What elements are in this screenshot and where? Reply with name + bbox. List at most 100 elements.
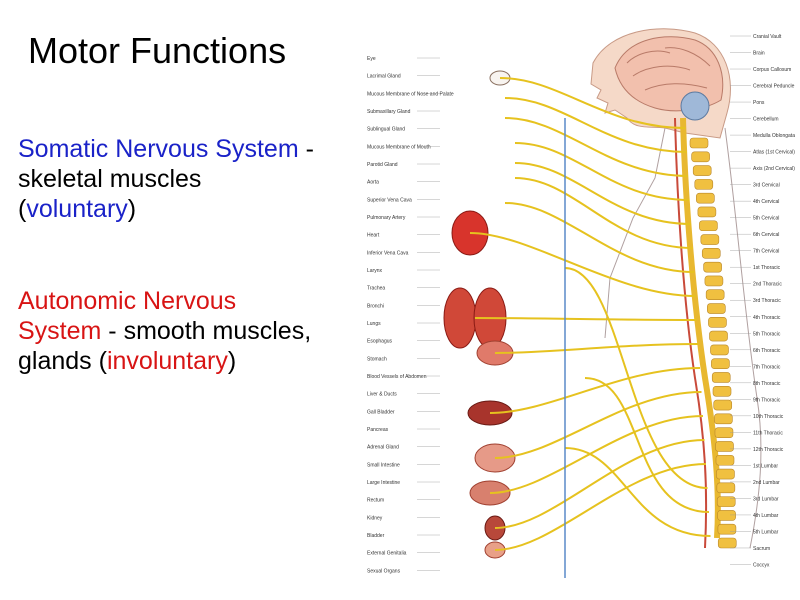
nerve-branch [499, 77, 686, 129]
vertebra [711, 358, 730, 369]
vertebra-label: Axis (2nd Cervical) [753, 166, 795, 172]
vertebra [707, 303, 726, 314]
organ-label: Stomach [367, 356, 387, 362]
vertebra [709, 330, 728, 342]
nerve-branch [584, 377, 710, 513]
vertebra [717, 523, 737, 535]
organ-label: Parotid Gland [367, 162, 398, 168]
vertebra-label: Cerebral Peduncle [753, 84, 795, 90]
vertebra-label: 9th Thoracic [753, 397, 781, 403]
vertebra [715, 441, 734, 452]
organ-label: Bladder [367, 533, 385, 539]
vertebra-label: 6th Cervical [753, 232, 779, 238]
vertebra [712, 385, 732, 397]
organ-label: Superior Vena Cava [367, 197, 412, 203]
nerve-branch [564, 267, 708, 489]
vertebra [705, 289, 725, 301]
vertebra-label: 4th Lumbar [753, 513, 779, 519]
organ-label: Adrenal Gland [367, 445, 399, 451]
vertebra-label: Pons [753, 100, 765, 106]
vertebra [716, 482, 736, 494]
vertebra-label: Coccyx [753, 562, 770, 568]
autonomic-term: Autonomic Nervous System [18, 287, 237, 345]
vertebra [692, 165, 712, 176]
vertebra [699, 220, 718, 232]
nerve-branch [504, 97, 687, 153]
nerve-branch [489, 367, 701, 414]
organ-label: Larynx [367, 268, 383, 274]
autonomic-sep: - smooth muscles, glands ( [18, 317, 312, 375]
vertebra-label: 4th Cervical [753, 199, 779, 205]
organ-label: Inferior Vena Cava [367, 250, 409, 256]
vertebra-label: 5th Lumbar [753, 529, 779, 535]
organ-label: External Genitalia [367, 551, 407, 557]
vertebra [716, 496, 736, 507]
organ-label: Aorta [367, 180, 379, 186]
vertebra [689, 137, 709, 149]
vertebra [704, 275, 724, 287]
somatic-keyword: voluntary [26, 195, 128, 223]
vertebra [715, 454, 735, 466]
vertebra-label: 6th Thoracic [753, 348, 781, 354]
vertebra-label: 2nd Lumbar [753, 480, 780, 486]
vertebra-label: Brain [753, 51, 765, 57]
vertebra-label: 10th Thoracic [753, 414, 784, 420]
vertebra-label: 2nd Thoracic [753, 282, 782, 288]
organ-label: Submaxillary Gland [367, 109, 411, 115]
nerve-branch [469, 232, 696, 297]
vertebra [716, 468, 735, 480]
nerve-branch [494, 463, 707, 551]
organ-label: Gall Bladder [367, 409, 395, 415]
organ-label: Kidney [367, 515, 383, 521]
organ-label: Mucous Membrane of Mouth [367, 144, 431, 150]
somatic-sep: - skeletal muscles ( [18, 135, 314, 223]
nerve-branch [564, 447, 711, 537]
organ-label: Rectum [367, 498, 384, 504]
organ-label: Lungs [367, 321, 381, 327]
vertebra [710, 344, 729, 356]
nerve-branch [494, 439, 705, 529]
vertebra [717, 537, 737, 549]
vertebra [700, 234, 720, 245]
somatic-close: ) [127, 195, 137, 223]
vertebra [697, 206, 717, 218]
nerve-branch [504, 202, 695, 273]
vertebra [711, 372, 731, 383]
organ-label: Pulmonary Artery [367, 215, 406, 221]
lung-left [443, 287, 477, 349]
organ-label: Lacrimal Gland [367, 74, 401, 80]
vertebra-label: 3rd Cervical [753, 183, 780, 189]
vertebra-label: 3rd Thoracic [753, 298, 781, 304]
vertebra-label: 8th Thoracic [753, 381, 781, 387]
brain-folds [626, 47, 711, 91]
slide-title: Motor Functions [28, 30, 287, 71]
nerve-branch [514, 162, 692, 225]
vertebra [701, 248, 721, 259]
vertebra [714, 427, 734, 438]
vertebra-label: 1st Thoracic [753, 265, 781, 271]
vertebra [714, 413, 733, 425]
somatic-term: Somatic Nervous System [18, 135, 299, 163]
organ-label: Sublingual Gland [367, 127, 405, 133]
cerebellum [680, 91, 710, 121]
vertebra-label: 4th Thoracic [753, 315, 781, 321]
vertebra-label: Cerebellum [753, 117, 779, 123]
vertebra [696, 192, 715, 204]
organ-label: Bronchi [367, 303, 384, 309]
body-outline [604, 127, 762, 549]
nerve-branch [504, 117, 689, 177]
vertebra-label: 11th Thoracic [753, 430, 783, 436]
vertebra-label: Corpus Callosum [753, 67, 791, 73]
vertebra-label: Atlas (1st Cervical) [753, 150, 795, 156]
nerve-branch [514, 177, 693, 249]
vertebra-label: 7th Cervical [753, 249, 779, 255]
vertebra [691, 151, 710, 163]
autonomic-description: Autonomic Nervous System - smooth muscle… [18, 286, 318, 376]
vertebra-label: 7th Thoracic [753, 364, 781, 370]
nerve-branch [474, 317, 698, 321]
somatic-description: Somatic Nervous System - skeletal muscle… [18, 134, 318, 224]
vertebra [694, 179, 714, 190]
